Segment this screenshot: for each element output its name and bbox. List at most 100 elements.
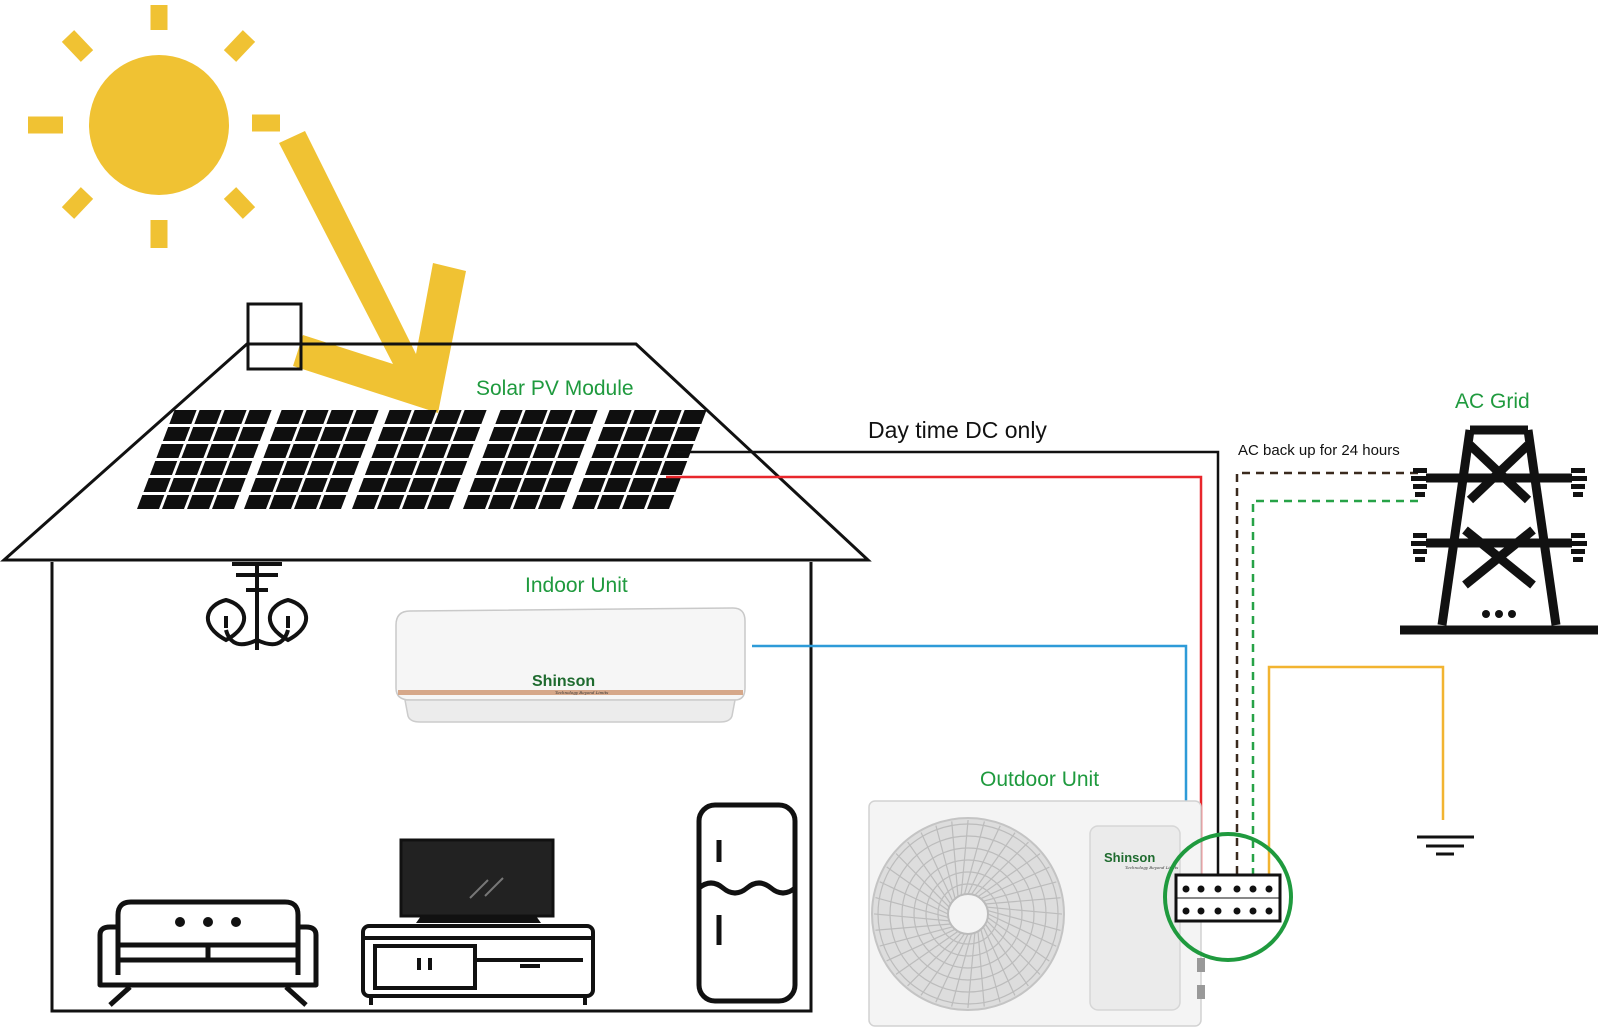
solar-cell <box>446 444 474 458</box>
tv-cabinet-icon <box>361 924 595 1005</box>
day-time-dc-label: Day time DC only <box>868 417 1047 443</box>
solar-cell <box>495 410 523 424</box>
solar-cell <box>578 478 606 492</box>
solar-cell <box>294 427 323 441</box>
solar-cell <box>679 410 707 424</box>
solar-cell <box>358 478 386 492</box>
indoor-brand-tagline: Technology Beyond Limits <box>555 690 608 695</box>
fridge-icon <box>696 802 798 1004</box>
solar-cell <box>371 444 399 458</box>
solar-panel <box>572 410 707 509</box>
solar-cell <box>591 444 619 458</box>
solar-cell <box>263 444 291 458</box>
solar-cell <box>545 410 573 424</box>
solar-pv-module <box>137 410 707 509</box>
solar-cell <box>659 461 688 475</box>
solar-cell <box>563 427 592 441</box>
ground-wire <box>1267 665 1445 884</box>
solar-cell <box>452 427 481 441</box>
solar-cell <box>653 478 681 492</box>
solar-cell <box>288 444 316 458</box>
solar-cell <box>519 478 547 492</box>
solar-cell <box>475 461 504 475</box>
solar-cell <box>584 461 613 475</box>
solar-cell <box>231 444 259 458</box>
ground-icon <box>1417 835 1474 856</box>
solar-cell <box>647 495 675 509</box>
solar-cell <box>459 410 487 424</box>
solar-cell <box>149 461 178 475</box>
solar-cell <box>550 461 579 475</box>
solar-cell <box>219 410 247 424</box>
solar-cell <box>520 410 548 424</box>
solar-cell <box>597 427 626 441</box>
solar-cell <box>628 478 656 492</box>
solar-cell <box>570 410 598 424</box>
dc-positive-wire <box>666 475 1203 884</box>
solar-cell <box>218 478 246 492</box>
terminal-block <box>1174 873 1282 923</box>
solar-cell <box>168 478 196 492</box>
solar-cell <box>622 427 651 441</box>
solar-cell <box>654 410 682 424</box>
solar-cell <box>326 410 354 424</box>
solar-cell <box>331 461 360 475</box>
house-walls <box>50 562 813 1013</box>
dc-negative-wire <box>676 450 1220 884</box>
solar-cell <box>439 461 468 475</box>
sunlight-arrow <box>279 131 466 413</box>
solar-cell <box>143 478 171 492</box>
chimney <box>246 302 303 371</box>
solar-cell <box>194 410 222 424</box>
solar-cell <box>174 461 203 475</box>
solar-cell <box>313 444 341 458</box>
solar-cell <box>513 427 542 441</box>
solar-cell <box>383 478 411 492</box>
solar-cell <box>137 495 165 509</box>
solar-cell <box>269 495 297 509</box>
solar-panel <box>352 410 487 509</box>
outdoor-unit: Shinson Technology Beyond Limits <box>868 800 1205 1027</box>
solar-cell <box>206 444 234 458</box>
outdoor-unit-label: Outdoor Unit <box>980 768 1099 791</box>
solar-cell <box>319 427 348 441</box>
solar-cell <box>427 427 456 441</box>
solar-cell <box>409 410 437 424</box>
solar-cell <box>244 410 272 424</box>
solar-cell <box>384 410 412 424</box>
solar-cell <box>187 495 215 509</box>
solar-cell <box>364 461 393 475</box>
connection-highlight-ring <box>1163 832 1293 962</box>
solar-cell <box>212 427 241 441</box>
solar-cell <box>338 444 366 458</box>
solar-cell <box>269 427 298 441</box>
solar-cell <box>408 478 436 492</box>
solar-cell <box>463 495 491 509</box>
solar-pv-module-label: Solar PV Module <box>476 377 634 400</box>
solar-cell <box>488 427 517 441</box>
solar-cell <box>212 495 240 509</box>
solar-cell <box>433 478 461 492</box>
solar-cell <box>672 427 701 441</box>
roof <box>0 342 872 562</box>
solar-cell <box>414 461 443 475</box>
solar-cell <box>634 461 663 475</box>
solar-cell <box>402 495 430 509</box>
solar-panel <box>137 410 272 509</box>
ac-neutral-wire <box>1235 471 1418 884</box>
solar-cell <box>199 461 228 475</box>
solar-cell <box>507 444 535 458</box>
solar-cell <box>572 495 600 509</box>
solar-cell <box>538 427 567 441</box>
solar-cell <box>641 444 669 458</box>
solar-cell <box>281 461 310 475</box>
solar-panel <box>244 410 379 509</box>
chandelier-icon <box>205 562 309 650</box>
ac-backup-label: AC back up for 24 hours <box>1238 442 1400 459</box>
solar-cell <box>557 444 585 458</box>
solar-cell <box>169 410 197 424</box>
solar-cell <box>494 478 522 492</box>
solar-cell <box>319 495 347 509</box>
solar-cell <box>421 444 449 458</box>
